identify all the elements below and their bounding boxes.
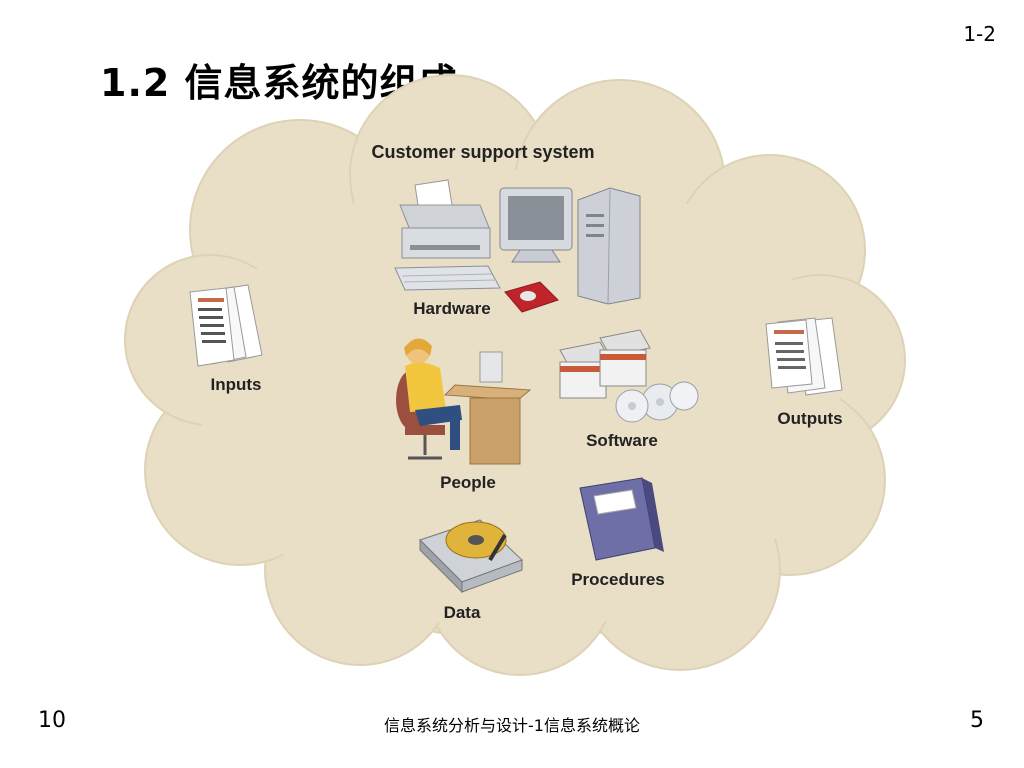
people-label: People (440, 473, 496, 492)
tower-icon (577, 187, 641, 305)
hardware-label: Hardware (413, 299, 490, 318)
software-illustration (559, 329, 699, 423)
slide-reference: 1-2 (963, 22, 996, 46)
people-illustration (396, 338, 532, 465)
inputs-label: Inputs (211, 375, 262, 394)
footer-page-left: 10 (38, 708, 66, 733)
printer-icon (399, 179, 491, 259)
person-icon (404, 338, 462, 450)
hard-drive-icon (419, 519, 523, 594)
keyboard-icon (394, 265, 501, 291)
disc-icon (615, 381, 699, 423)
outputs-label: Outputs (777, 409, 842, 428)
diagram-heading: Customer support system (371, 142, 594, 162)
outputs-documents-icon (765, 317, 843, 396)
monitor-icon (499, 187, 573, 263)
binder-icon (579, 477, 664, 561)
software-box-icon (559, 329, 651, 399)
desk-icon (443, 351, 532, 465)
procedures-label: Procedures (571, 570, 665, 589)
hardware-illustration (394, 179, 641, 313)
data-label: Data (444, 603, 481, 622)
mouse-icon (504, 281, 559, 313)
footer-page-number: 5 (970, 708, 984, 733)
footer-course-title: 信息系统分析与设计-1信息系统概论 (384, 716, 640, 735)
inputs-documents-icon (189, 284, 263, 367)
software-label: Software (586, 431, 658, 450)
